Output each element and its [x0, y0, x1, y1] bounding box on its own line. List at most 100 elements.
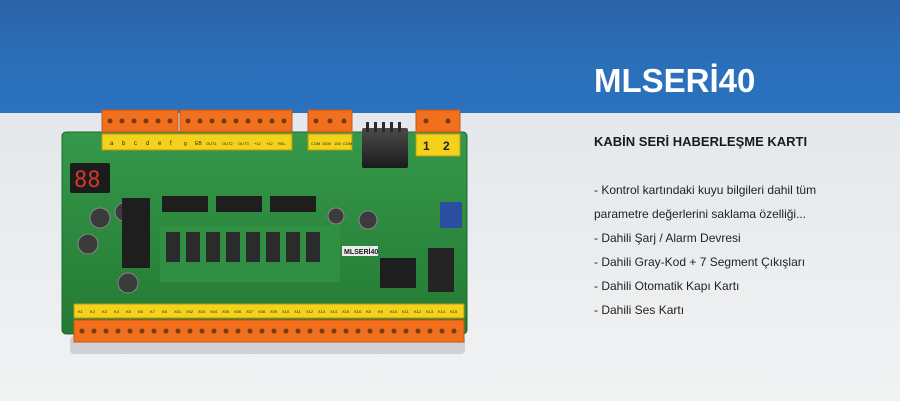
terminal-screw: [139, 328, 145, 334]
bottom-terminal-label: K10: [390, 309, 398, 314]
bottom-terminal-label: K15: [450, 309, 458, 314]
top-label-strip: a b c d e f g EB OUT1 OUT2 OUT3 +12 +12 …: [101, 133, 353, 151]
bottom-terminal-blocks: [73, 319, 465, 343]
circuit-board-image: a b c d e f g EB OUT1 OUT2 OUT3 +12 +12 …: [61, 109, 468, 354]
top-label-b: b: [122, 141, 126, 147]
top-label-out1: OUT1: [206, 141, 217, 146]
feature-item: - Dahili Otomatik Kapı Kartı: [594, 279, 740, 293]
bottom-terminal-label: K2: [90, 309, 96, 314]
terminal-screw: [451, 328, 457, 334]
top-label-eb: EB: [195, 141, 202, 147]
top-label-g: g: [184, 141, 187, 147]
top-label-com-b: COM: [343, 141, 352, 146]
blue-module: [440, 202, 462, 228]
feature-item: - Kontrol kartındaki kuyu bilgileri dahi…: [594, 183, 817, 197]
terminal-screw: [199, 328, 205, 334]
bottom-terminal-label: X15: [342, 309, 350, 314]
bottom-terminal-label: X13: [318, 309, 326, 314]
board-silkscreen-label: MLSERİ40: [344, 248, 378, 256]
bottom-terminal-label: X01: [174, 309, 182, 314]
terminal-screw: [151, 328, 157, 334]
terminal-screw: [307, 328, 313, 334]
bottom-terminal-label: K8: [366, 309, 372, 314]
bottom-terminal-label: K8: [162, 309, 168, 314]
bottom-terminal-label: X02: [186, 309, 194, 314]
display-digits: 88: [74, 168, 101, 193]
bottom-terminal-label: X05: [222, 309, 230, 314]
top-label-plus12-a: +12: [254, 141, 262, 146]
product-subtitle: KABİN SERİ HABERLEŞME KARTI: [594, 134, 808, 149]
bottom-terminal-label: X07: [246, 309, 254, 314]
terminal-screw: [379, 328, 385, 334]
top-terminal-blocks: [101, 109, 461, 133]
top-label-d: d: [146, 141, 149, 147]
terminal-screw: [259, 328, 265, 334]
terminal-screw: [403, 328, 409, 334]
terminal-screw: [343, 328, 349, 334]
seven-segment-display: 88: [70, 163, 110, 193]
bottom-label-strip: [73, 303, 465, 319]
terminal-screw: [355, 328, 361, 334]
bottom-terminal-label: X14: [330, 309, 338, 314]
bottom-terminal-label: K13: [426, 309, 434, 314]
bottom-terminal-labels: K1 K2 K3 K4 K5 K6 K7 K8 X01 X02 X03 X04 X05 X06 X07 X08…: [78, 309, 458, 314]
ic-chips: [122, 196, 416, 288]
bottom-terminal-label: X04: [210, 309, 218, 314]
terminal-screw: [103, 328, 109, 334]
bottom-terminal-label: X12: [306, 309, 314, 314]
terminal-screw: [235, 328, 241, 334]
terminal-screw: [367, 328, 373, 334]
terminal-number-1: 1: [423, 139, 430, 153]
top-label-1000: 1000: [322, 141, 332, 146]
bottom-terminal-label: K6: [138, 309, 144, 314]
bottom-terminal-label: K1: [78, 309, 84, 314]
terminal-screw: [415, 328, 421, 334]
bottom-terminal-label: X03: [198, 309, 206, 314]
terminal-screw: [211, 328, 217, 334]
bottom-terminal-label: K7: [150, 309, 156, 314]
feature-item: - Dahili Şarj / Alarm Devresi: [594, 231, 741, 245]
terminal-screw: [319, 328, 325, 334]
terminal-screw: [283, 328, 289, 334]
bottom-terminal-label: X11: [294, 309, 302, 314]
terminal-screw: [247, 328, 253, 334]
product-title: MLSERİ40: [594, 62, 756, 99]
header-band: [0, 0, 900, 113]
bottom-terminal-label: K9: [378, 309, 384, 314]
bottom-terminal-label: X10: [282, 309, 290, 314]
top-label-out2: OUT2: [222, 141, 233, 146]
feature-item: parametre değerlerini saklama özelliği..…: [594, 207, 807, 221]
terminal-screw: [331, 328, 337, 334]
capacitors: [77, 202, 378, 294]
top-label-rel: REL: [278, 141, 287, 146]
terminal-number-2: 2: [443, 139, 450, 153]
top-label-com-a: COM: [311, 141, 320, 146]
terminal-screw: [115, 328, 121, 334]
terminal-screw: [391, 328, 397, 334]
terminal-screw: [127, 328, 133, 334]
terminal-screw: [439, 328, 445, 334]
feature-item: - Dahili Ses Kartı: [594, 303, 685, 317]
bottom-terminal-label: K3: [102, 309, 108, 314]
bottom-terminal-label: K12: [414, 309, 422, 314]
top-label-out3: OUT3: [238, 141, 249, 146]
bottom-terminal-label: K5: [126, 309, 132, 314]
top-label-e: e: [158, 141, 162, 147]
feature-item: - Dahili Gray-Kod + 7 Segment Çıkışları: [594, 255, 806, 269]
terminal-screw: [295, 328, 301, 334]
bottom-terminal-label: X09: [270, 309, 278, 314]
terminal-screw: [271, 328, 277, 334]
bottom-terminal-label: K11: [402, 309, 410, 314]
terminal-screw: [175, 328, 181, 334]
terminal-screw: [427, 328, 433, 334]
terminal-screw: [163, 328, 169, 334]
bottom-terminal-label: K4: [114, 309, 120, 314]
top-label-c: c: [134, 141, 137, 147]
bottom-terminal-label: X06: [234, 309, 242, 314]
board-label: MLSERİ40: [342, 246, 378, 256]
bottom-terminal-label: X08: [258, 309, 266, 314]
top-label-100: 100: [334, 141, 341, 146]
top-label-a: a: [110, 141, 114, 147]
terminal-screw: [79, 328, 85, 334]
